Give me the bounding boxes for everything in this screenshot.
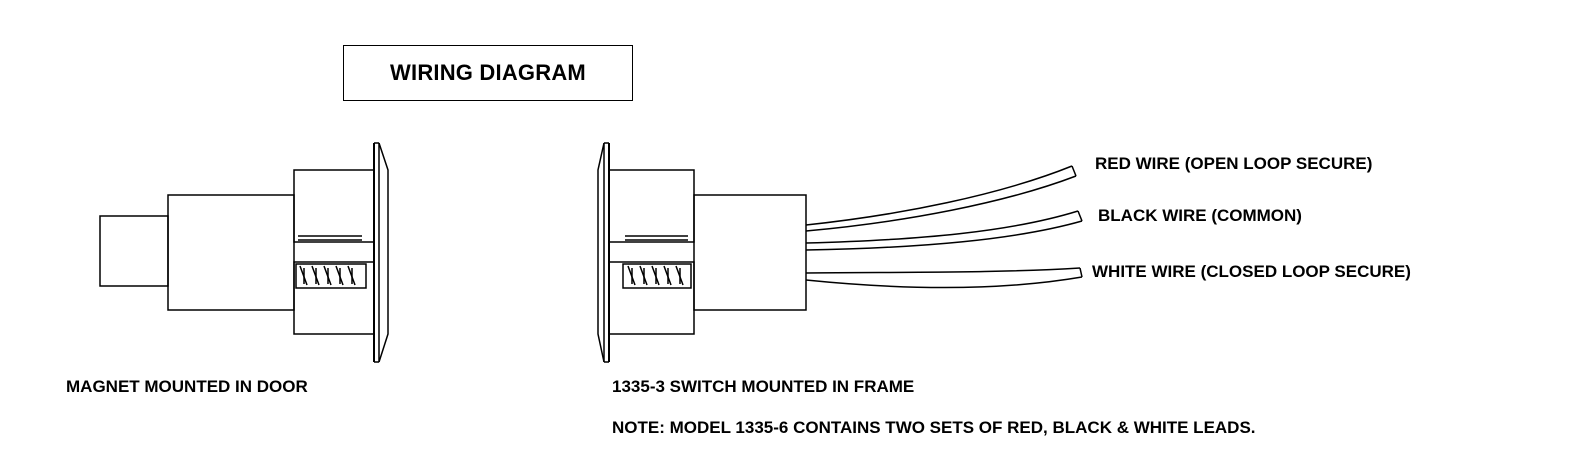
magnet-label: MAGNET MOUNTED IN DOOR: [66, 377, 308, 396]
switch-upper-block: [608, 169, 695, 243]
magnet-lower-block: [293, 261, 375, 335]
magnet-plug: [99, 215, 169, 287]
diagram-title: WIRING DIAGRAM: [390, 60, 586, 85]
switch-body: [693, 194, 807, 311]
magnet-upper-block: [293, 169, 375, 243]
wire-white: [805, 267, 1083, 289]
magnet-assembly: [99, 142, 389, 363]
wire-black: [805, 210, 1083, 251]
white-wire-label: WHITE WIRE (CLOSED LOOP SECURE): [1092, 262, 1411, 281]
black-wire-label: BLACK WIRE (COMMON): [1098, 206, 1302, 225]
model-note: NOTE: MODEL 1335-6 CONTAINS TWO SETS OF …: [612, 418, 1256, 437]
wire-red: [805, 165, 1077, 232]
magnet-element: [295, 263, 367, 289]
switch-lower-block: [608, 261, 695, 335]
switch-label: 1335-3 SWITCH MOUNTED IN FRAME: [612, 377, 915, 396]
red-wire-label: RED WIRE (OPEN LOOP SECURE): [1095, 154, 1373, 173]
magnet-body: [167, 194, 295, 311]
switch-assembly: [597, 142, 807, 363]
title-box: WIRING DIAGRAM: [343, 45, 633, 101]
switch-reed: [622, 263, 692, 289]
